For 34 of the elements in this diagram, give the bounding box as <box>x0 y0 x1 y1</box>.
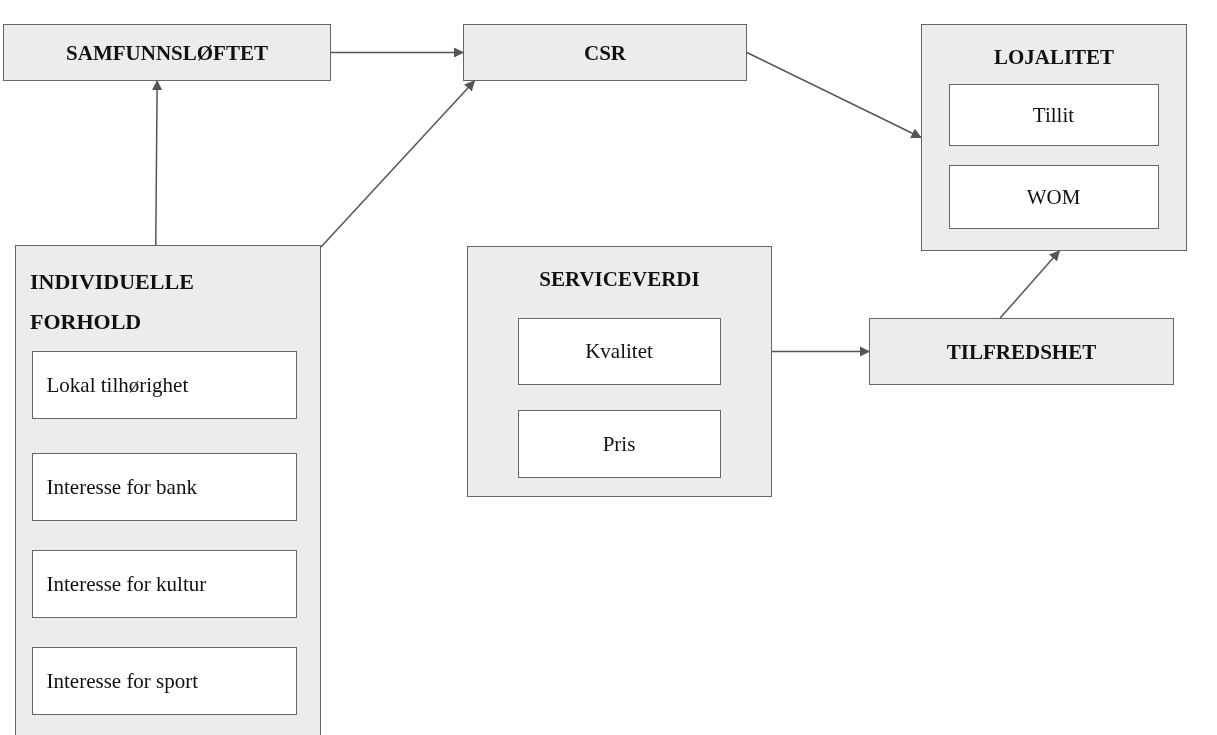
factor-box <box>31 646 297 715</box>
factor-label: Interesse for sport <box>46 667 199 695</box>
factor-box <box>948 83 1159 146</box>
factor-label: WOM <box>1026 183 1081 211</box>
factor-box <box>31 549 297 618</box>
factor-label: Tillit <box>1032 101 1075 129</box>
group-box <box>15 245 321 735</box>
arrow <box>771 346 871 357</box>
arrow <box>151 79 163 246</box>
concept-title: SERVICEVERDI <box>539 266 700 293</box>
arrow <box>330 47 465 58</box>
factor-box <box>31 350 297 419</box>
factor-box <box>517 317 721 385</box>
factor-label: Kvalitet <box>585 338 653 365</box>
factor-box <box>31 452 297 521</box>
concept-box <box>3 24 331 81</box>
concept-box <box>463 24 747 81</box>
concept-title: SAMFUNNSLØFTET <box>66 39 268 67</box>
factor-box <box>517 409 721 478</box>
arrow <box>746 51 922 139</box>
group-box <box>921 24 1187 251</box>
factor-label: Interesse for kultur <box>46 570 207 598</box>
group-box <box>467 246 772 497</box>
concept-title: LOJALITET <box>993 44 1115 71</box>
concept-title: CSR <box>584 39 626 67</box>
concept-title: INDIVIDUELLE FORHOLD <box>30 268 195 336</box>
concept-title: TILFREDSHET <box>946 338 1097 366</box>
arrow <box>320 80 476 248</box>
factor-box <box>948 164 1159 229</box>
concept-box <box>869 318 1174 385</box>
factor-label: Pris <box>602 430 636 458</box>
factor-label: Lokal tilhørighet <box>46 371 189 399</box>
factor-label: Interesse for bank <box>46 473 197 501</box>
arrow <box>999 250 1061 319</box>
